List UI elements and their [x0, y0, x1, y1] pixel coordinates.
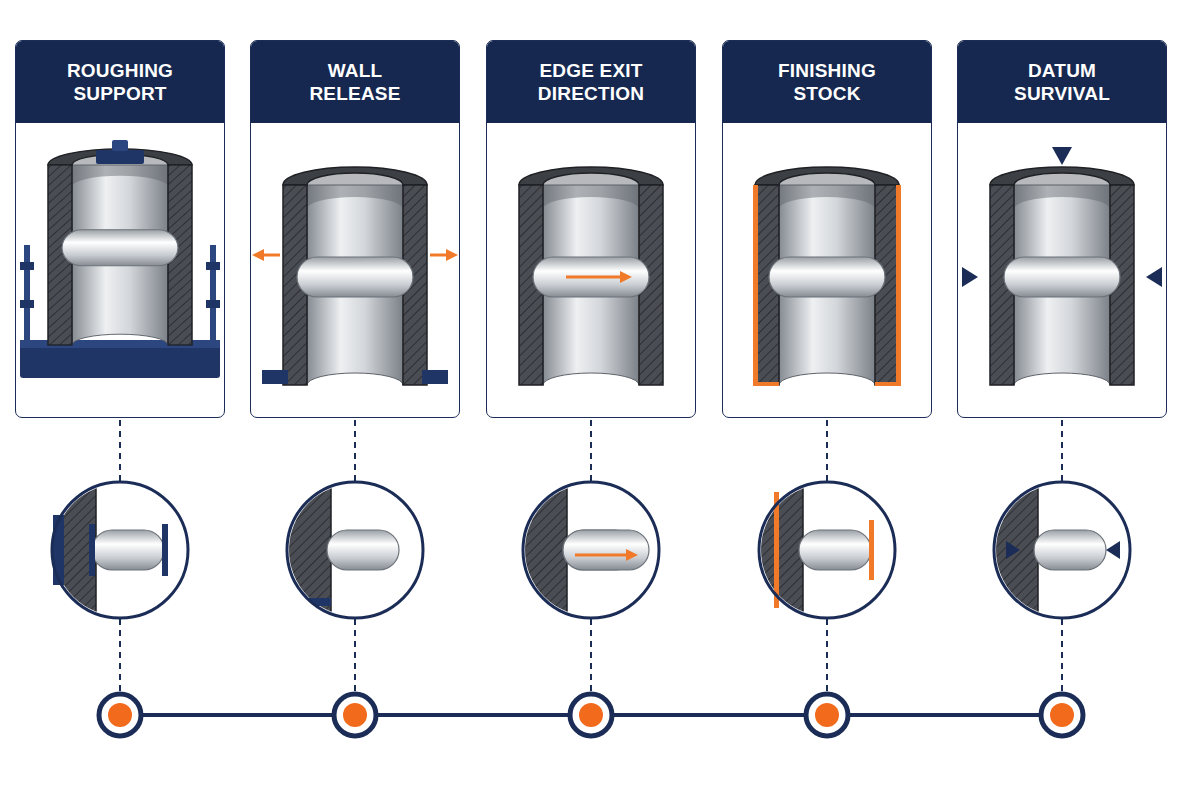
leader-line — [590, 619, 592, 692]
leader-line — [354, 619, 356, 692]
bushing-cutaway — [283, 167, 427, 385]
top-clamp — [96, 150, 144, 164]
panel-header: DATUM SURVIVAL — [958, 41, 1166, 123]
bushing-cutaway — [990, 167, 1134, 385]
clamp-nut — [206, 262, 220, 270]
detail-view — [285, 480, 423, 620]
panel-title: FINISHING STOCK — [762, 59, 892, 105]
datum-triangle — [1146, 267, 1162, 287]
clamp-knob — [112, 140, 128, 151]
detail-5 — [992, 480, 1130, 620]
timeline — [99, 694, 1083, 736]
detail-ring — [759, 482, 895, 618]
support-foot — [422, 370, 448, 384]
panel-header: FINISHING STOCK — [723, 41, 931, 123]
detail-view — [521, 480, 659, 620]
stock-layer — [875, 382, 901, 386]
detail-3 — [521, 480, 659, 620]
detail-ring — [287, 482, 423, 618]
clamp-block — [89, 524, 95, 576]
stock-flange — [869, 520, 874, 580]
bushing-cutaway — [48, 149, 192, 345]
bushing-cutaway — [755, 167, 899, 385]
panel-title: DATUM SURVIVAL — [997, 59, 1127, 105]
panel-card: ROUGHING SUPPORT — [15, 40, 225, 418]
clamp-nut — [206, 300, 220, 308]
panel-title: EDGE EXIT DIRECTION — [526, 59, 656, 105]
stock-layer — [753, 382, 779, 386]
stock-layer — [753, 185, 758, 385]
leader-line — [354, 420, 356, 481]
panel-1-art — [20, 140, 220, 378]
panel-card: FINISHING STOCK — [722, 40, 932, 418]
timeline-rings — [99, 694, 1083, 736]
leader-line — [590, 420, 592, 481]
detail-rings — [52, 482, 1130, 618]
panel-card: DATUM SURVIVAL — [957, 40, 1167, 418]
leader-line — [826, 619, 828, 692]
timeline-center — [579, 703, 603, 727]
panel-header: EDGE EXIT DIRECTION — [487, 41, 695, 123]
detail-4 — [757, 480, 895, 620]
clamp-post — [210, 245, 216, 343]
leader-line — [119, 619, 121, 692]
leader-line — [826, 420, 828, 481]
clamp-post — [24, 245, 30, 343]
timeline-center — [108, 703, 132, 727]
datum-triangle — [1006, 541, 1020, 559]
clamp-block — [162, 524, 168, 576]
panel-title: WALL RELEASE — [290, 59, 420, 105]
detail-view — [757, 480, 895, 620]
detail-ring — [994, 482, 1130, 618]
clamp-block — [53, 515, 64, 585]
leader-line — [1061, 619, 1063, 692]
leader-line — [119, 420, 121, 481]
clamp-nut — [20, 262, 34, 270]
timeline-centers — [108, 703, 1074, 727]
panel-3-art — [519, 167, 663, 385]
release-arrow — [258, 254, 280, 257]
detail-view — [50, 480, 188, 620]
timeline-dot — [1041, 694, 1083, 736]
panel-header: WALL RELEASE — [251, 41, 459, 123]
panel-card: WALL RELEASE — [250, 40, 460, 418]
detail-1 — [50, 480, 188, 620]
release-arrow — [430, 254, 452, 257]
timeline-dot — [99, 694, 141, 736]
clamp-nut — [20, 300, 34, 308]
detail-2 — [285, 480, 423, 620]
detail-view — [992, 480, 1130, 620]
panel-title: ROUGHING SUPPORT — [55, 59, 185, 105]
timeline-center — [815, 703, 839, 727]
panel-5-art — [962, 147, 1162, 385]
timeline-center — [1050, 703, 1074, 727]
leader-line — [1061, 420, 1063, 481]
datum-triangle — [1106, 541, 1120, 559]
cross-hole — [563, 530, 649, 570]
exit-arrow — [575, 554, 632, 557]
stock-layer — [896, 185, 901, 385]
leader-lines — [120, 420, 1062, 692]
panel-header: ROUGHING SUPPORT — [16, 41, 224, 123]
bushing-cutaway — [519, 167, 663, 385]
timeline-dot — [570, 694, 612, 736]
panel-card: EDGE EXIT DIRECTION — [486, 40, 696, 418]
timeline-dot — [806, 694, 848, 736]
timeline-dot — [334, 694, 376, 736]
exit-arrow — [566, 276, 626, 279]
datum-triangle — [962, 267, 978, 287]
detail-ring — [52, 482, 188, 618]
panel-4-art — [753, 167, 901, 386]
datum-triangle — [1052, 147, 1072, 165]
timeline-center — [343, 703, 367, 727]
detail-ring — [523, 482, 659, 618]
support-foot — [262, 370, 288, 384]
panel-2-art — [258, 167, 452, 385]
base-plate — [20, 340, 220, 378]
stock-layer — [774, 492, 779, 608]
